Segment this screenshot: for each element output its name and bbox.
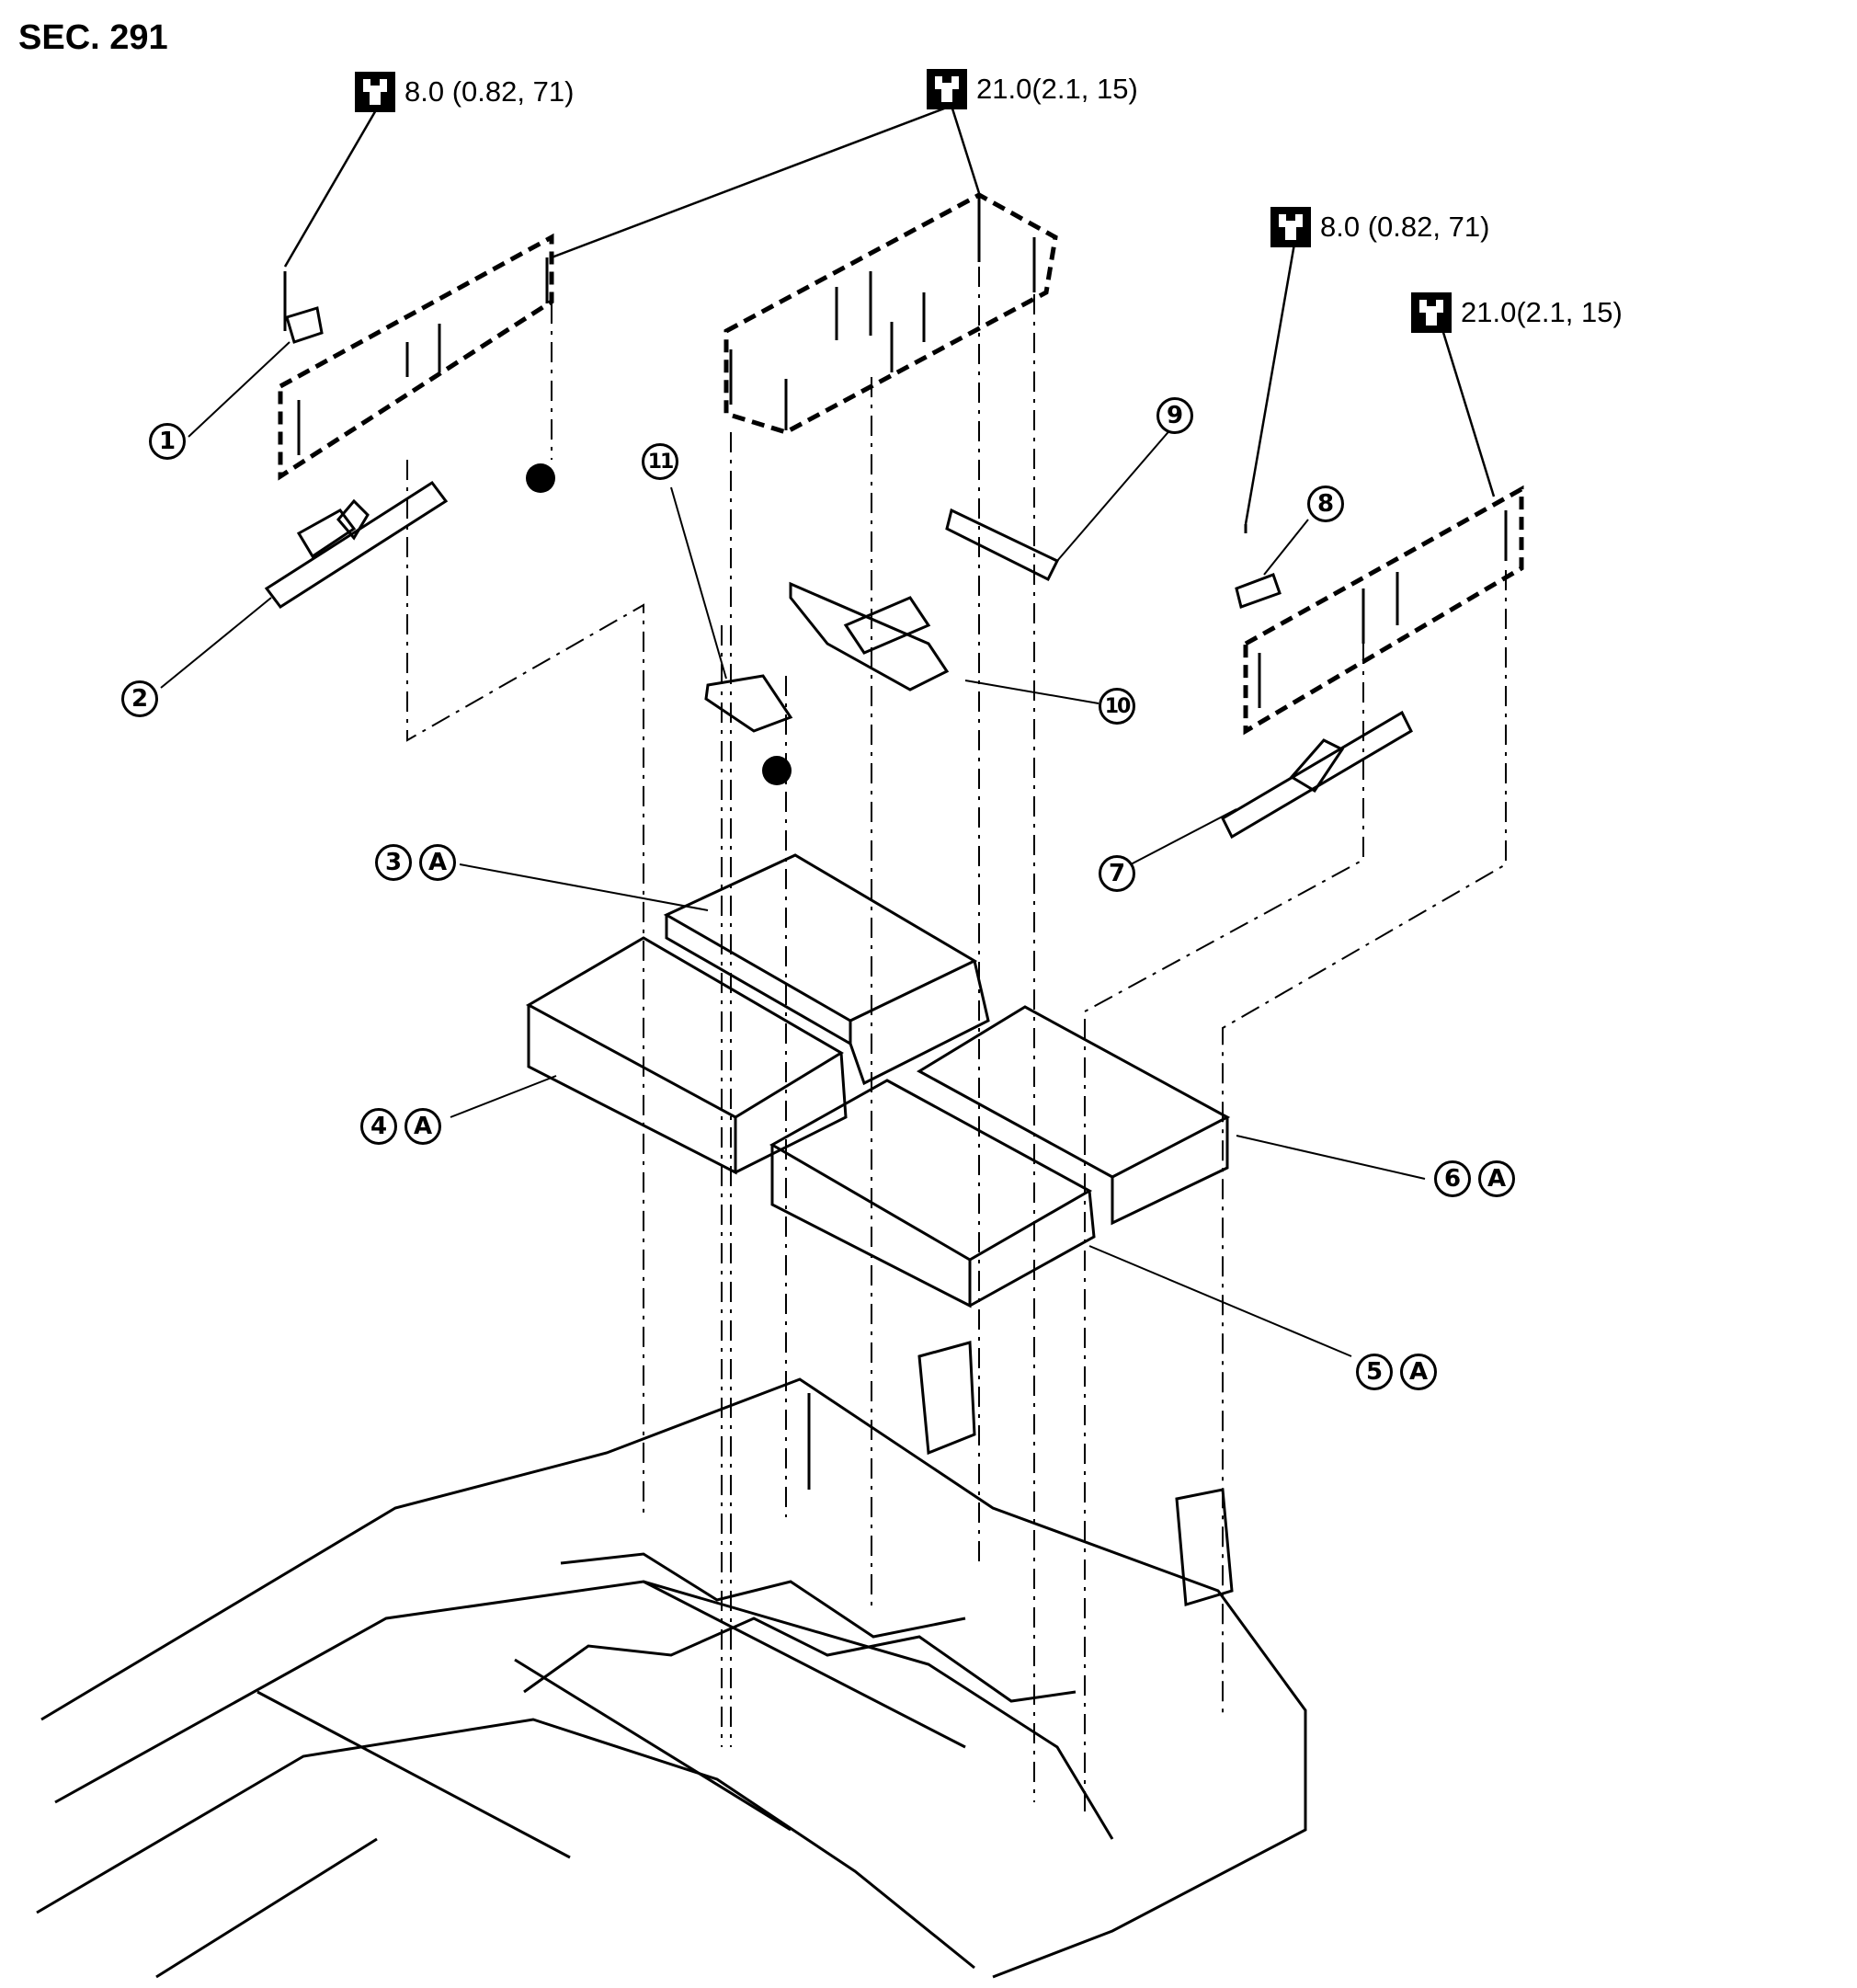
torque-wrench-icon	[1411, 292, 1452, 333]
part-number-9: 9	[1156, 397, 1193, 434]
reference-mark-a: A	[1400, 1354, 1437, 1390]
torque-spec-1-text: 8.0 (0.82, 71)	[404, 75, 575, 108]
part-number-5: 5	[1356, 1354, 1393, 1390]
part-number-8: 8	[1307, 486, 1344, 522]
black-dot-center	[762, 756, 792, 785]
callout-part-7: 7	[1099, 855, 1135, 892]
section-title: SEC. 291	[18, 18, 168, 57]
torque-spec-2-text: 21.0(2.1, 15)	[976, 73, 1138, 105]
torque-wrench-icon	[927, 69, 967, 109]
reference-mark-a: A	[404, 1108, 441, 1145]
part-number-4: 4	[360, 1108, 397, 1145]
callout-part-1: 1	[149, 423, 186, 460]
part-number-6: 6	[1434, 1160, 1471, 1197]
callout-part-2: 2	[121, 680, 158, 717]
part-number-11: 11	[642, 443, 678, 480]
part-number-7: 7	[1099, 855, 1135, 892]
reference-mark-a: A	[419, 844, 456, 881]
reference-mark-a: A	[1478, 1160, 1515, 1197]
part-number-1: 1	[149, 423, 186, 460]
callout-part-9: 9	[1156, 397, 1193, 434]
torque-spec-3: 8.0 (0.82, 71)	[1270, 207, 1489, 247]
black-dot-left	[526, 463, 555, 493]
callout-part-6: 6 A	[1434, 1160, 1515, 1197]
torque-spec-4: 21.0(2.1, 15)	[1411, 292, 1623, 333]
torque-wrench-icon	[355, 72, 395, 112]
part-number-2: 2	[121, 680, 158, 717]
torque-spec-2: 21.0(2.1, 15)	[927, 69, 1138, 109]
torque-spec-3-text: 8.0 (0.82, 71)	[1320, 211, 1490, 243]
part-number-3: 3	[375, 844, 412, 881]
callout-part-8: 8	[1307, 486, 1344, 522]
part-number-10: 10	[1099, 688, 1135, 725]
torque-spec-4-text: 21.0(2.1, 15)	[1461, 296, 1623, 328]
callout-part-5: 5 A	[1356, 1354, 1437, 1390]
callout-part-10: 10	[1099, 688, 1135, 725]
callout-part-11: 11	[642, 443, 678, 480]
torque-spec-1: 8.0 (0.82, 71)	[355, 72, 574, 112]
callout-part-3: 3 A	[375, 844, 456, 881]
callout-part-4: 4 A	[360, 1108, 441, 1145]
torque-wrench-icon	[1270, 207, 1311, 247]
